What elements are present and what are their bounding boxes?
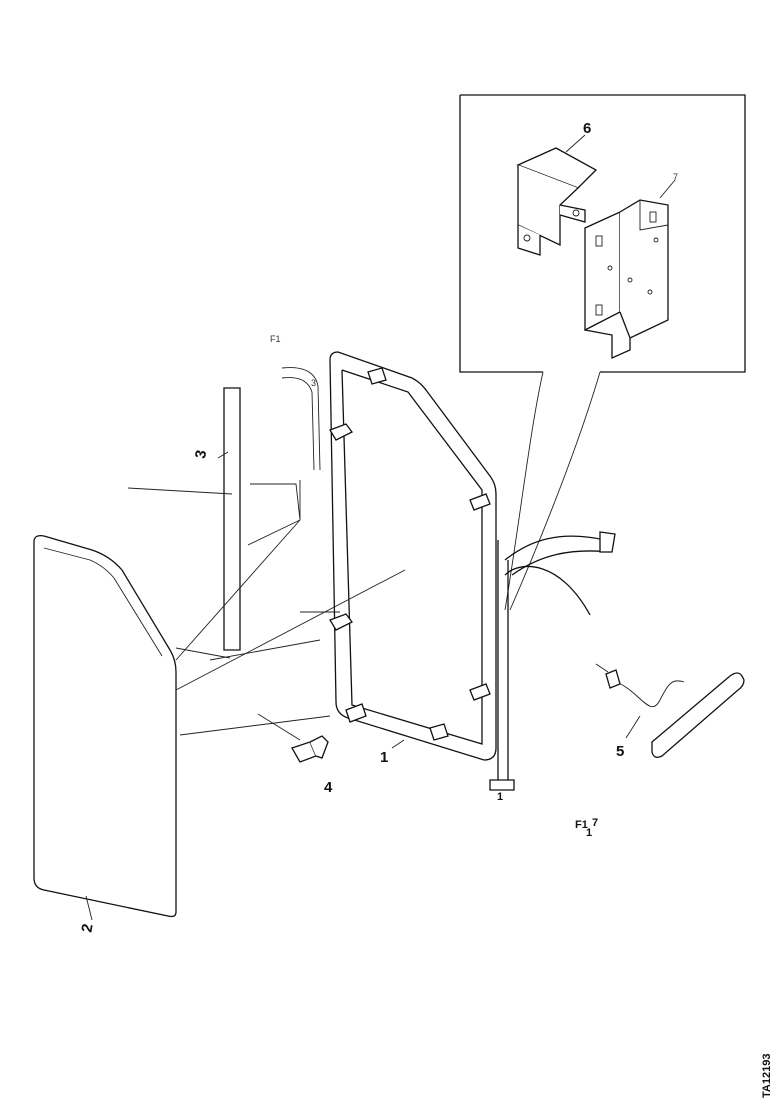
callout-3: 3 <box>192 449 210 460</box>
reference-marks: F1 3 F1 7 1 <box>270 334 598 839</box>
ref-f1-bottom: F1 <box>575 819 588 831</box>
callout-4: 4 <box>324 779 333 796</box>
callout-7: 7 <box>673 172 678 182</box>
cover-panel-item-2 <box>33 480 406 918</box>
callout-2: 2 <box>78 923 96 934</box>
callout-5: 5 <box>616 743 624 760</box>
bracket-item-6 <box>516 147 598 256</box>
plate-item-7 <box>584 199 669 360</box>
bracket-item-4 <box>257 713 329 763</box>
detail-inset: 6 7 <box>459 94 746 611</box>
ref-mark-b: 7 <box>592 817 598 829</box>
cable-item-5 <box>595 663 745 758</box>
ref-mark-c: 1 <box>586 827 592 839</box>
callout-labels: 1 1 2 3 4 5 <box>78 449 624 934</box>
drawing-number: TA12193 <box>761 1054 773 1098</box>
strip-item-3 <box>217 387 241 651</box>
callout-6: 6 <box>583 120 591 137</box>
ref-mark-a: 3 <box>311 378 316 388</box>
callout-1-post: 1 <box>497 791 503 803</box>
ref-f1-top: F1 <box>270 334 281 344</box>
callout-1: 1 <box>380 749 388 766</box>
tube-frame-item-1 <box>281 351 616 791</box>
